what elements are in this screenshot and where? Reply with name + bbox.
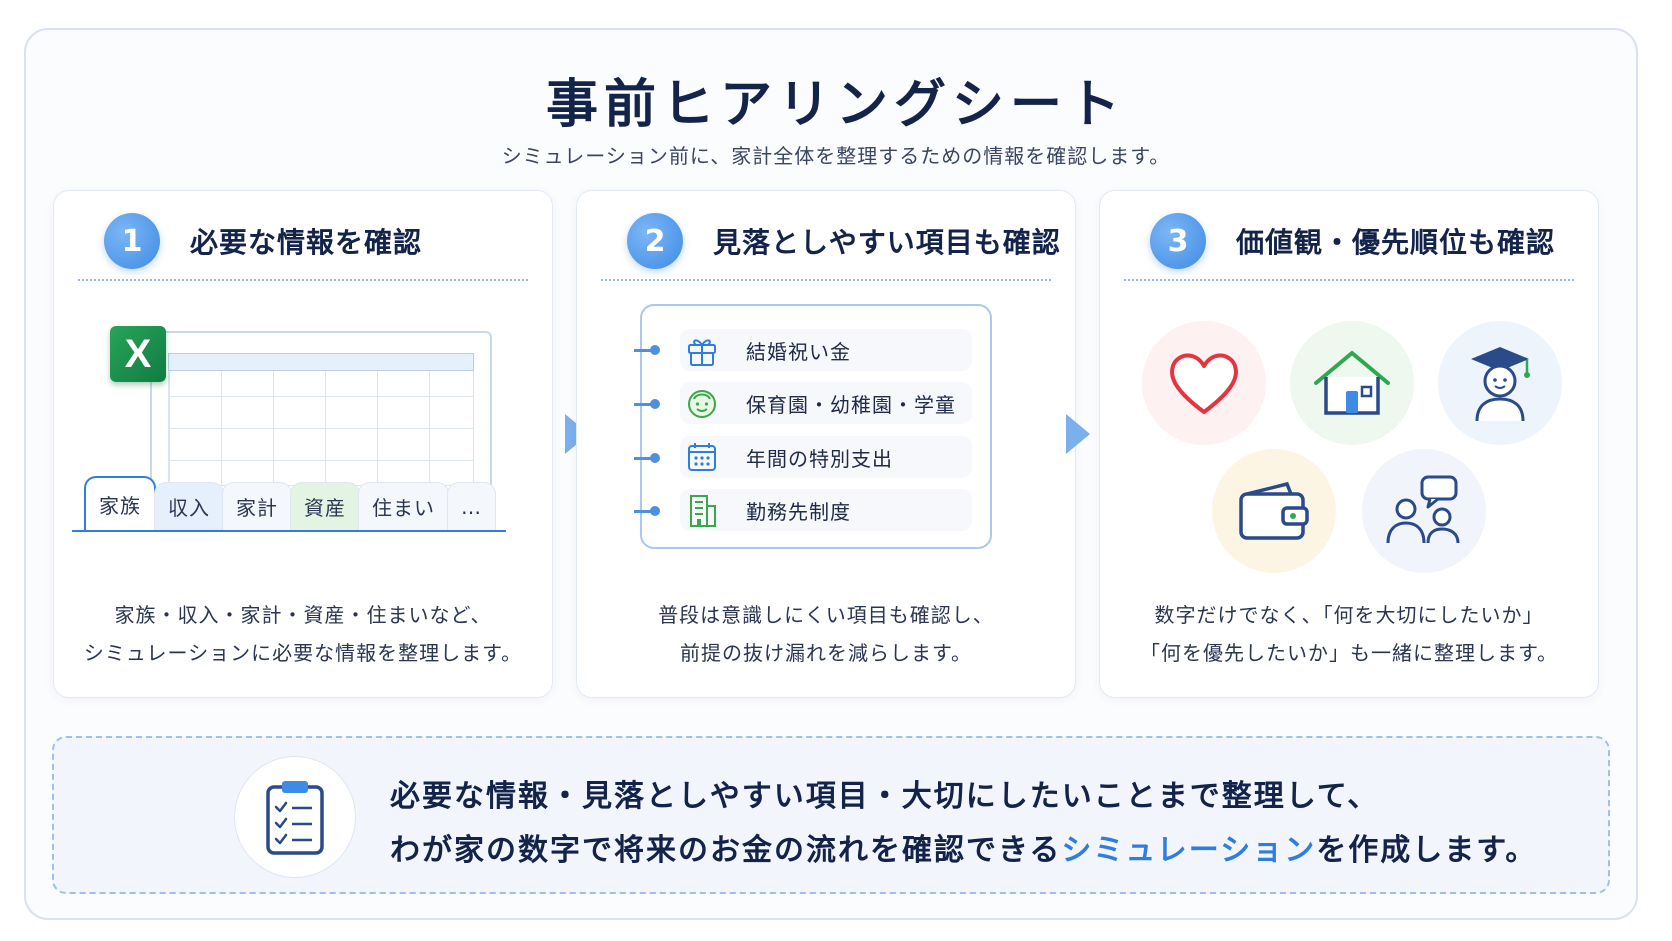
- grid-header-row: [168, 353, 474, 371]
- tab-assets[interactable]: 資産: [290, 482, 360, 530]
- sheet-tabs: 家族 収入 家計 資産 住まい …: [72, 476, 506, 532]
- list-item-label: 年間の特別支出: [746, 446, 893, 471]
- wallet-icon: [1212, 449, 1336, 573]
- page-subtitle: シミュレーション前に、家計全体を整理するための情報を確認します。: [501, 144, 1171, 168]
- summary-line-1: 必要な情報・見落としやすい項目・大切にしたいことまで整理して、: [390, 779, 1380, 814]
- list-item-label: 保育園・幼稚園・学童: [746, 392, 956, 417]
- page-title: 事前ヒアリングシート: [545, 75, 1126, 135]
- step-card-1: 1 必要な情報を確認 X 家族 収入 家計 資産 住まい … 家族・収入・家計・…: [53, 190, 553, 698]
- tab-family[interactable]: 家族: [84, 476, 156, 530]
- heart-icon: [1142, 321, 1266, 445]
- desc-line: 数字だけでなく、「何を大切にしたいか」: [1154, 603, 1544, 627]
- dotted-divider: [78, 279, 528, 281]
- binder-ring: [634, 345, 660, 355]
- binder-ring: [634, 453, 660, 463]
- tab-more[interactable]: …: [447, 482, 496, 530]
- step-header-3: 3 価値観・優先順位も確認: [1150, 211, 1555, 271]
- step-header-1: 1 必要な情報を確認: [104, 211, 422, 271]
- step-number-badge: 1: [104, 213, 160, 269]
- summary-text-part: わが家の数字で将来のお金の流れを確認できる: [390, 833, 1062, 868]
- summary-line-2: わが家の数字で将来のお金の流れを確認できるシミュレーションを作成します。: [390, 824, 1537, 878]
- clipboard-checklist-icon: [234, 756, 356, 878]
- desc-line: 家族・収入・家計・資産・住まいなど、: [114, 603, 492, 627]
- dotted-divider: [601, 279, 1051, 281]
- step-description: 家族・収入・家計・資産・住まいなど、 シミュレーションに必要な情報を整理します。: [54, 596, 552, 672]
- list-item: 結婚祝い金: [680, 329, 972, 371]
- step-card-2: 2 見落としやすい項目も確認 結婚祝い金 保育園・幼稚園・学童 年間の特別支出: [576, 190, 1076, 698]
- desc-line: 普段は意識しにくい項目も確認し、: [658, 603, 994, 627]
- list-item-label: 結婚祝い金: [746, 339, 851, 364]
- step-header-2: 2 見落としやすい項目も確認: [627, 211, 1061, 271]
- desc-line: 前提の抜け漏れを減らします。: [680, 641, 972, 665]
- calendar-icon: [680, 436, 724, 478]
- list-item-label: 勤務先制度: [746, 499, 851, 524]
- desc-line: シミュレーションに必要な情報を整理します。: [83, 641, 523, 665]
- step-title: 見落としやすい項目も確認: [713, 226, 1061, 259]
- gift-icon: [680, 329, 724, 371]
- step-description: 数字だけでなく、「何を大切にしたいか」 「何を優先したいか」も一緒に整理します。: [1100, 596, 1598, 672]
- graduate-icon: [1438, 321, 1562, 445]
- summary-banner: 必要な情報・見落としやすい項目・大切にしたいことまで整理して、 わが家の数字で将…: [52, 736, 1610, 894]
- step-number-badge: 2: [627, 213, 683, 269]
- step-description: 普段は意識しにくい項目も確認し、 前提の抜け漏れを減らします。: [577, 596, 1075, 672]
- binder-ring: [634, 399, 660, 409]
- list-item: 保育園・幼稚園・学童: [680, 382, 972, 424]
- dotted-divider: [1124, 279, 1574, 281]
- spreadsheet-illustration: X 家族 収入 家計 資産 住まい …: [72, 326, 522, 551]
- office-building-icon: [680, 489, 724, 531]
- simulation-highlight: シミュレーション: [1061, 833, 1317, 868]
- step-number-badge: 3: [1150, 213, 1206, 269]
- arrow-right-icon: [1066, 414, 1090, 454]
- binder-ring: [634, 506, 660, 516]
- list-item: 年間の特別支出: [680, 436, 972, 478]
- tab-income[interactable]: 収入: [154, 482, 224, 530]
- step-title: 必要な情報を確認: [190, 226, 423, 259]
- house-icon: [1290, 321, 1414, 445]
- summary-text: 必要な情報・見落としやすい項目・大切にしたいことまで整理して、 わが家の数字で将…: [390, 770, 1537, 878]
- tab-housing[interactable]: 住まい: [358, 482, 449, 530]
- desc-line: 「何を優先したいか」も一緒に整理します。: [1140, 641, 1558, 665]
- people-chat-icon: [1362, 449, 1486, 573]
- child-face-icon: [680, 382, 724, 424]
- tab-household[interactable]: 家計: [222, 482, 292, 530]
- checklist-notebook: 結婚祝い金 保育園・幼稚園・学童 年間の特別支出 勤務先制度: [634, 304, 992, 549]
- step-title: 価値観・優先順位も確認: [1236, 226, 1556, 259]
- grid-cells: [168, 363, 474, 486]
- excel-icon: X: [110, 326, 166, 382]
- step-card-3: 3 価値観・優先順位も確認 数字だけでなく、「何を大切にしたいか」 「何を優先し…: [1099, 190, 1599, 698]
- list-item: 勤務先制度: [680, 489, 972, 531]
- spreadsheet-grid: [150, 331, 492, 496]
- summary-text-part: を作成します。: [1316, 833, 1538, 868]
